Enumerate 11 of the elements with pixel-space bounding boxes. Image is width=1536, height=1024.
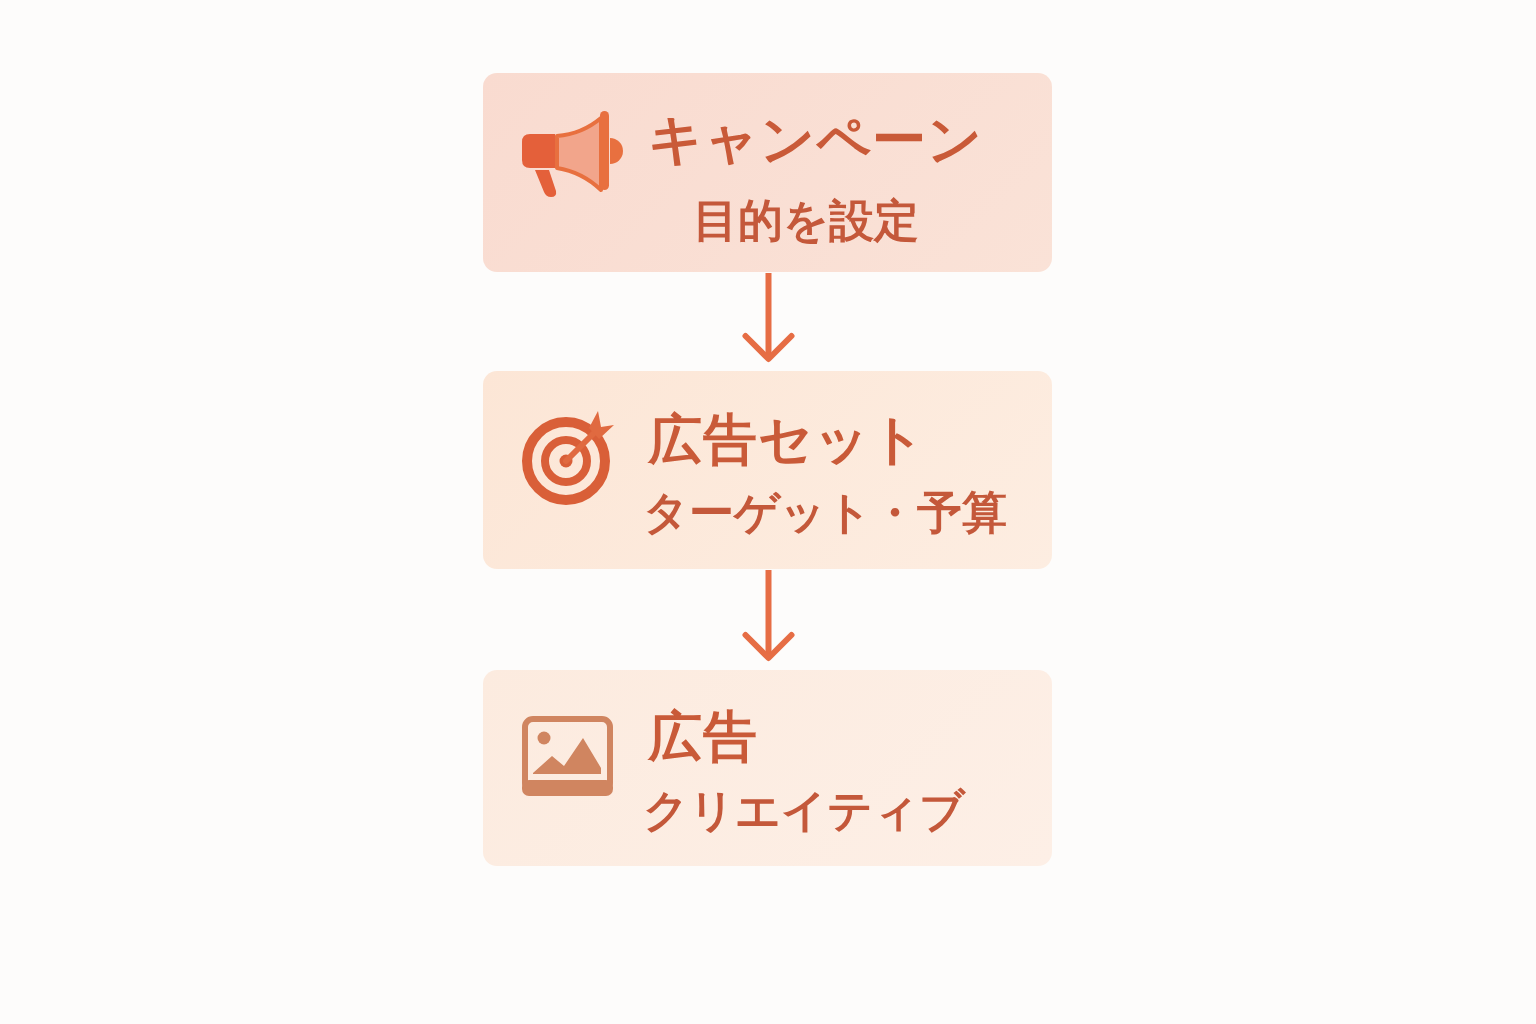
box-subtitle: クリエイティブ (643, 788, 965, 833)
process-box (483, 73, 1052, 272)
process-box (483, 670, 1052, 866)
box-subtitle: ターゲット・予算 (643, 490, 1007, 535)
arrow (742, 570, 795, 661)
process-box (483, 371, 1052, 569)
box-title: 広告セット (648, 413, 926, 467)
box-subtitle: 目的を設定 (693, 198, 919, 243)
box-title: キャンペーン (648, 113, 983, 167)
arrow (742, 273, 795, 362)
box-title: 広告 (648, 710, 758, 764)
